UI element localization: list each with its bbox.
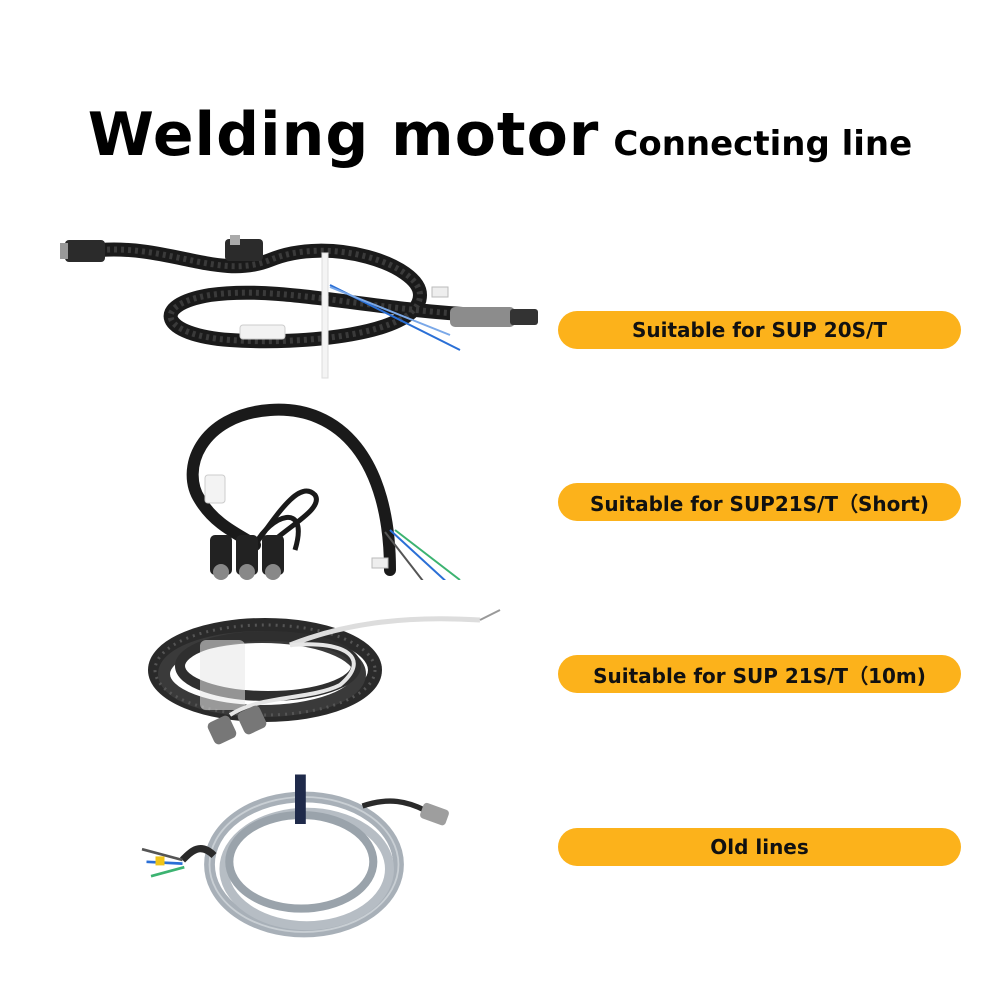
product-image-sup21st-10m-cable — [40, 600, 550, 780]
compatibility-label-2: Suitable for SUP21S/T（Short) — [558, 483, 961, 521]
product-image-sup21st-short-cable — [40, 400, 550, 580]
compatibility-label-1: Suitable for SUP 20S/T — [558, 311, 961, 349]
product-image-old-lines-cable — [40, 770, 550, 950]
page-title: Welding motor Connecting line — [0, 100, 1000, 170]
compatibility-label-3: Suitable for SUP 21S/T（10m) — [558, 655, 961, 693]
title-main: Welding motor — [87, 100, 600, 170]
title-sub: Connecting line — [613, 124, 913, 164]
compatibility-label-4: Old lines — [558, 828, 961, 866]
product-image-sup20st-cable — [40, 225, 550, 405]
